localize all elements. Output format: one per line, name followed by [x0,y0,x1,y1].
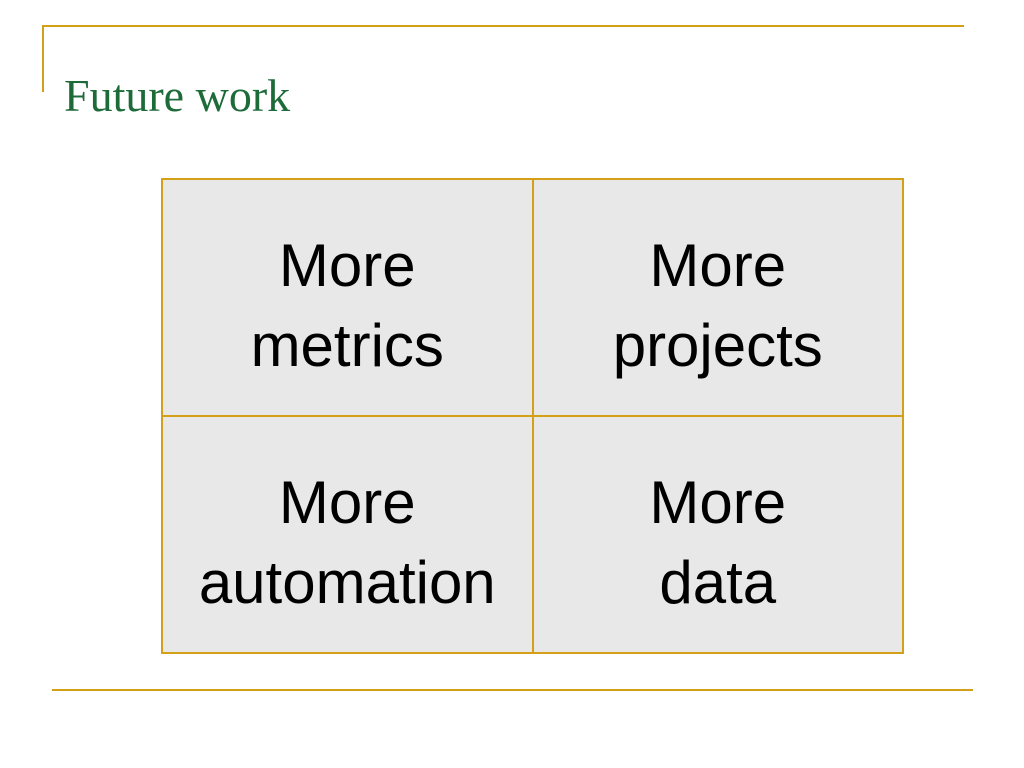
left-accent-rule [42,25,44,92]
cell-line-2: automation [198,549,496,616]
top-accent-rule [42,25,964,27]
grid-cell-more-data: More data [531,415,904,654]
future-work-grid: More metrics More projects More automati… [161,178,904,654]
grid-cell-more-metrics: More metrics [161,178,534,417]
cell-line-2: projects [612,312,823,379]
grid-row: More automation More data [161,415,904,654]
grid-row: More metrics More projects [161,178,904,417]
grid-cell-more-automation: More automation [161,415,534,654]
cell-line-2: data [659,549,777,616]
cell-line-1: More [649,232,787,299]
grid-cell-more-projects: More projects [531,178,904,417]
cell-line-1: More [649,469,787,536]
bottom-accent-rule [52,689,973,691]
cell-line-2: metrics [250,312,444,379]
slide-title: Future work [64,70,291,121]
cell-line-1: More [278,232,416,299]
cell-line-1: More [278,469,416,536]
